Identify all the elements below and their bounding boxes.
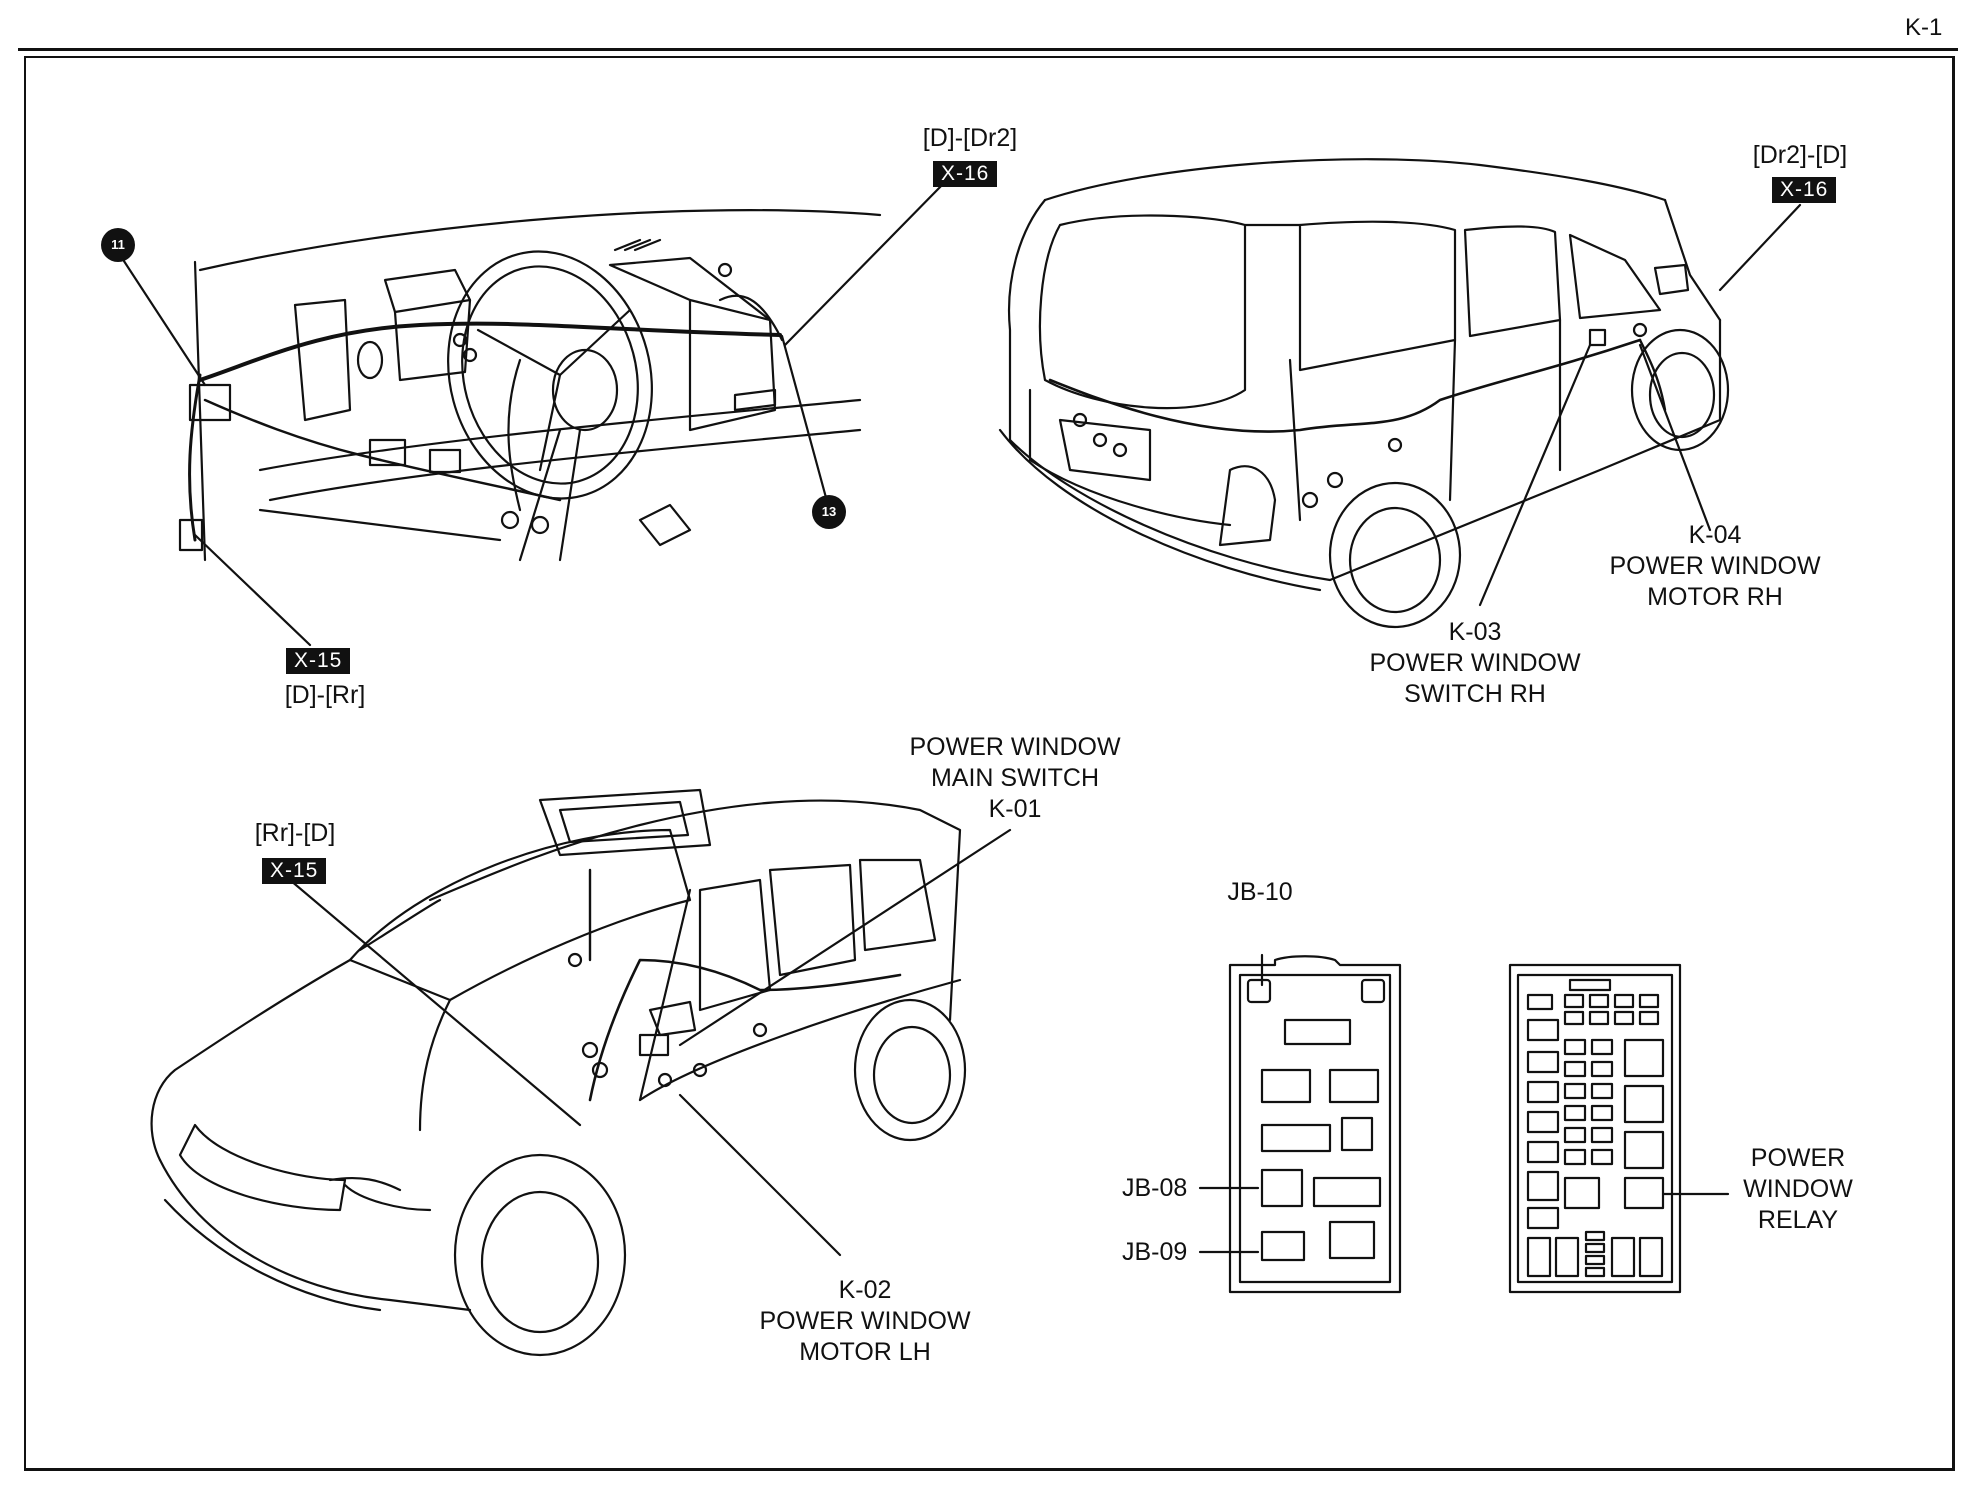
callout-jb08: JB-08: [1122, 1174, 1188, 1202]
callout-k03-power-window-switch-rh: K-03 POWER WINDOW SWITCH RH: [1369, 618, 1581, 708]
callout-power-window-relay: POWER WINDOW RELAY: [1743, 1144, 1853, 1234]
callout-x16-right-tag: X-16: [1772, 177, 1837, 203]
callout-jb10: JB-10: [1227, 878, 1293, 906]
reference-badge-13: 13: [812, 495, 846, 529]
callout-x15-lower-code: [Rr]-[D]: [254, 819, 336, 847]
relay-fuse-box: [1508, 963, 1730, 1294]
callout-k04-power-window-motor-rh: K-04 POWER WINDOW MOTOR RH: [1609, 521, 1821, 611]
junction-box-jb10: [1198, 953, 1402, 1294]
dashboard-illustration: [118, 180, 947, 647]
callout-jb09: JB-09: [1122, 1238, 1188, 1266]
callout-x15-left-tag: X-15: [286, 648, 351, 674]
callout-x15-lower-tag: X-15: [262, 858, 327, 884]
front-van-illustration: [150, 788, 1012, 1357]
callout-k01-power-window-main-switch: POWER WINDOW MAIN SWITCH K-01: [909, 733, 1121, 823]
diagram-frame: [24, 56, 1955, 1471]
callout-x15-left-code: [D]-[Rr]: [284, 681, 366, 709]
reference-badge-11: 11: [101, 228, 135, 262]
header-rule: [18, 48, 1958, 51]
rear-van-illustration: [998, 158, 1802, 629]
callout-x16-right-code: [Dr2]-[D]: [1752, 141, 1848, 169]
callout-k02-power-window-motor-lh: K-02 POWER WINDOW MOTOR LH: [759, 1276, 971, 1366]
callout-x16-left-tag: X-16: [933, 161, 998, 187]
page-number: K-1: [1905, 14, 1943, 41]
callout-x16-left-code: [D]-[Dr2]: [922, 124, 1018, 152]
